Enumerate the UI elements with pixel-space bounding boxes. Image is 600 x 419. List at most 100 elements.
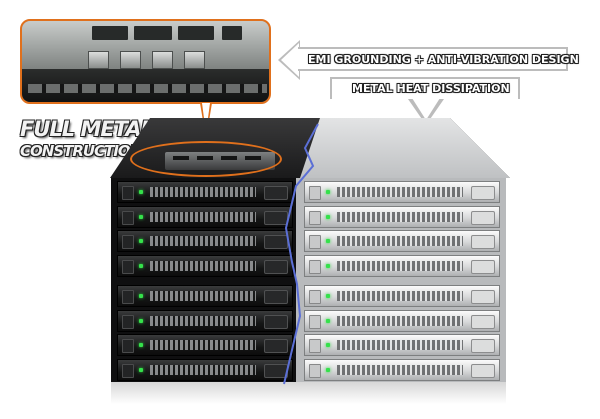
tray-grip bbox=[264, 339, 288, 353]
tray-vent bbox=[337, 364, 463, 375]
tray-latch bbox=[122, 259, 134, 274]
black-drive-tray bbox=[117, 254, 293, 277]
down-arrow-icon-inner bbox=[412, 98, 440, 120]
tray-vent bbox=[150, 340, 256, 350]
silver-drive-tray bbox=[304, 285, 500, 307]
emi-callout-arrow: EMI GROUNDING + ANTI-VIBRATION DESIGN bbox=[278, 40, 579, 80]
silver-drive-tray bbox=[304, 334, 500, 356]
headline-line-2: CONSTRUCTION bbox=[20, 142, 142, 160]
inset-slot bbox=[178, 26, 214, 40]
tray-latch bbox=[309, 235, 321, 249]
activity-led bbox=[326, 367, 330, 372]
tray-grip bbox=[264, 314, 288, 329]
heat-callout-label: METAL HEAT DISSIPATION bbox=[352, 82, 510, 95]
grounding-tab bbox=[120, 51, 141, 69]
tray-latch bbox=[122, 290, 134, 304]
tray-grip bbox=[264, 290, 288, 304]
highlight-ellipse bbox=[130, 141, 282, 177]
black-drive-tray bbox=[117, 334, 293, 356]
tray-vent bbox=[150, 187, 256, 197]
inset-vent-grill bbox=[28, 84, 267, 93]
zoom-inset-detail bbox=[20, 19, 271, 104]
tray-grip bbox=[471, 259, 495, 274]
tray-grip bbox=[471, 314, 495, 329]
tray-latch bbox=[309, 186, 321, 200]
tray-vent bbox=[337, 187, 463, 197]
tray-latch bbox=[122, 235, 134, 249]
tray-latch bbox=[309, 290, 321, 304]
activity-led bbox=[326, 343, 330, 347]
activity-led bbox=[139, 318, 143, 323]
floor-reflection bbox=[111, 382, 506, 404]
tray-grip bbox=[471, 186, 495, 200]
tray-latch bbox=[309, 363, 321, 378]
silver-drive-tray bbox=[304, 358, 500, 381]
tray-vent bbox=[337, 260, 463, 271]
inset-slot bbox=[92, 26, 128, 40]
tray-vent bbox=[337, 211, 463, 222]
tray-grip bbox=[471, 235, 495, 249]
activity-led bbox=[326, 263, 330, 268]
silver-drive-tray bbox=[304, 254, 500, 277]
tray-latch bbox=[122, 339, 134, 353]
tray-vent bbox=[150, 364, 256, 375]
black-drive-tray bbox=[117, 181, 293, 203]
tray-grip bbox=[471, 290, 495, 304]
black-drive-tray bbox=[117, 230, 293, 252]
black-drive-tray bbox=[117, 309, 293, 332]
activity-led bbox=[139, 190, 143, 194]
seam-path bbox=[283, 123, 319, 385]
grounding-tab bbox=[184, 51, 205, 69]
silver-drive-tray bbox=[304, 181, 500, 203]
left-arrow-icon-inner bbox=[281, 43, 299, 77]
tray-vent bbox=[150, 291, 256, 301]
black-drive-tray bbox=[117, 205, 293, 228]
tray-vent bbox=[337, 340, 463, 350]
tray-vent bbox=[150, 211, 256, 222]
tray-vent bbox=[150, 236, 256, 246]
heat-callout-box: METAL HEAT DISSIPATION bbox=[330, 77, 520, 99]
activity-led bbox=[326, 239, 330, 243]
inset-slot bbox=[134, 26, 172, 40]
tray-grip bbox=[471, 210, 495, 225]
tray-grip bbox=[264, 186, 288, 200]
tray-vent bbox=[337, 315, 463, 326]
tray-grip bbox=[264, 259, 288, 274]
activity-led bbox=[139, 239, 143, 243]
silver-drive-tray bbox=[304, 205, 500, 228]
grounding-tab bbox=[88, 51, 109, 69]
activity-led bbox=[326, 294, 330, 298]
tray-vent bbox=[150, 260, 256, 271]
heat-callout-arrow: METAL HEAT DISSIPATION bbox=[330, 77, 520, 127]
tray-latch bbox=[122, 186, 134, 200]
black-drive-tray bbox=[117, 285, 293, 307]
emi-callout-box: EMI GROUNDING + ANTI-VIBRATION DESIGN bbox=[298, 47, 579, 71]
grounding-tab bbox=[152, 51, 173, 69]
tray-latch bbox=[122, 314, 134, 329]
tray-vent bbox=[337, 291, 463, 301]
activity-led bbox=[139, 343, 143, 347]
activity-led bbox=[326, 318, 330, 323]
tray-latch bbox=[309, 210, 321, 225]
activity-led bbox=[326, 190, 330, 194]
activity-led bbox=[139, 294, 143, 298]
inset-slot bbox=[222, 26, 242, 40]
activity-led bbox=[139, 263, 143, 268]
activity-led bbox=[139, 367, 143, 372]
headline: FULL METAL CONSTRUCTION bbox=[20, 118, 160, 162]
headline-line-1: FULL METAL bbox=[20, 117, 154, 141]
tray-vent bbox=[150, 315, 256, 326]
tray-latch bbox=[309, 314, 321, 329]
emi-callout-label: EMI GROUNDING + ANTI-VIBRATION DESIGN bbox=[308, 53, 579, 66]
tray-latch bbox=[309, 259, 321, 274]
activity-led bbox=[326, 214, 330, 219]
silver-drive-tray bbox=[304, 230, 500, 252]
silver-drive-tray bbox=[304, 309, 500, 332]
tray-latch bbox=[122, 210, 134, 225]
tray-latch bbox=[122, 363, 134, 378]
tray-vent bbox=[337, 236, 463, 246]
activity-led bbox=[139, 214, 143, 219]
